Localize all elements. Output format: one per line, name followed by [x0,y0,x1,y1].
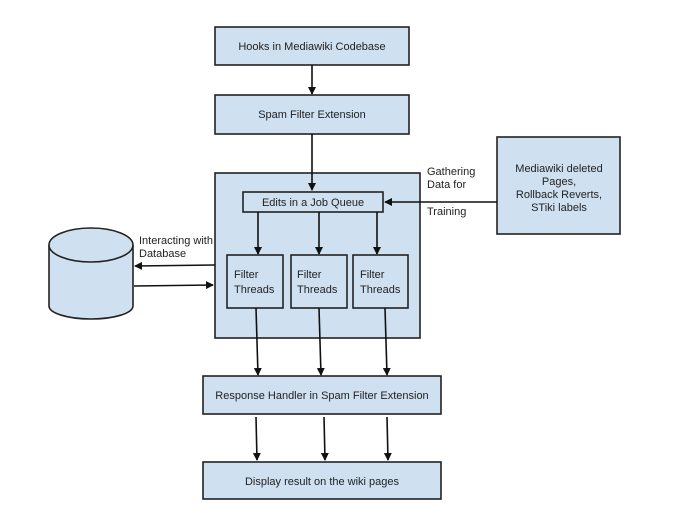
spam-filter-node: Spam Filter Extension [214,94,410,135]
arrow-thread-1-to-response [253,307,262,376]
hooks-label: Hooks in Mediawiki Codebase [238,41,385,53]
interacting-label-line-1: Interacting with [139,235,213,247]
arrow-response-to-display-1 [252,416,261,461]
database-icon [48,227,134,320]
arrow-response-to-display-3 [383,416,392,461]
hooks-node: Hooks in Mediawiki Codebase [214,26,410,66]
training-label: Training [427,206,466,218]
filter-thread-2: Filter Threads [290,254,348,309]
job-queue-label: Edits in a Job Queue [262,197,364,209]
training-source-node: Mediawiki deleted Pages, Rollback Revert… [496,136,621,235]
arrow-container-to-database [134,261,216,270]
training-source-line-4: STiki labels [531,202,587,214]
gathering-label-line-2: Data for [427,179,466,191]
thread-3-line-1: Filter [360,269,385,281]
thread-1-line-2: Threads [234,284,275,296]
response-handler-node: Response Handler in Spam Filter Extensio… [202,375,442,415]
training-source-line-3: Rollback Reverts, [516,189,602,201]
thread-2-line-1: Filter [297,269,322,281]
arrow-thread-2-to-response [316,307,325,376]
training-source-line-1: Mediawiki deleted [515,163,602,175]
interacting-label-line-2: Database [139,248,186,260]
filter-thread-3: Filter Threads [352,254,409,309]
filter-thread-1: Filter Threads [226,254,284,309]
response-handler-label: Response Handler in Spam Filter Extensio… [215,390,428,402]
thread-1-line-1: Filter [234,269,259,281]
training-source-line-2: Pages, [542,176,576,188]
arrow-response-to-display-2 [320,416,329,461]
thread-2-line-2: Threads [297,284,338,296]
display-label: Display result on the wiki pages [245,476,400,488]
gathering-label-line-1: Gathering [427,166,475,178]
spam-filter-label: Spam Filter Extension [258,109,366,121]
job-queue-node: Edits in a Job Queue [242,191,384,213]
thread-3-line-2: Threads [360,284,401,296]
arrow-database-to-container [133,281,214,290]
display-node: Display result on the wiki pages [202,461,442,500]
arrow-thread-3-to-response [382,307,391,376]
